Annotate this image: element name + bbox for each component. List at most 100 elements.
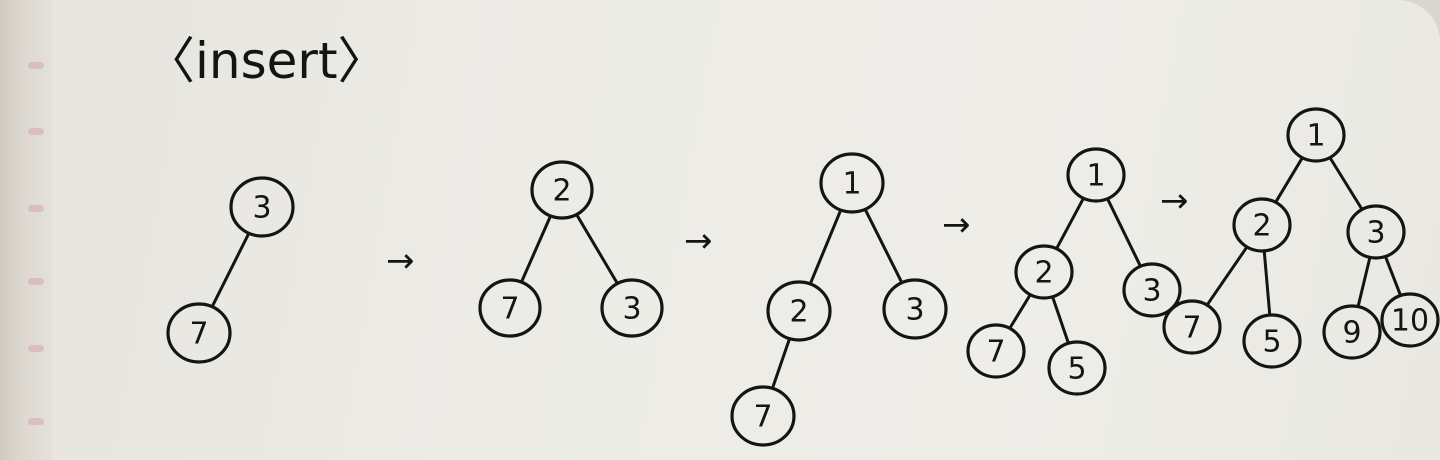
node-circle bbox=[766, 280, 832, 342]
node-value: 2 bbox=[552, 174, 571, 209]
tree-node: 7 bbox=[966, 323, 1026, 379]
node-circle bbox=[1346, 204, 1406, 260]
heap-tree: 1 2 3 7 bbox=[730, 152, 948, 447]
node-value: 3 bbox=[1366, 216, 1385, 251]
tree-edge bbox=[210, 232, 251, 308]
node-value: 2 bbox=[789, 295, 808, 330]
tree-edge bbox=[1328, 156, 1364, 211]
tree-node: 7 bbox=[1162, 299, 1222, 355]
node-circle bbox=[1014, 244, 1074, 300]
binding-stitch bbox=[28, 62, 44, 69]
node-circle bbox=[1286, 107, 1346, 163]
node-circle bbox=[1122, 262, 1182, 318]
node-circle bbox=[1066, 147, 1126, 203]
binding-stitch bbox=[28, 278, 44, 285]
tree-edge bbox=[1008, 293, 1032, 330]
tree-node: 7 bbox=[166, 302, 232, 364]
node-value: 2 bbox=[1034, 256, 1053, 291]
node-value: 7 bbox=[189, 317, 208, 352]
node-circle bbox=[819, 152, 885, 214]
node-circle bbox=[1242, 313, 1302, 369]
tree-edge bbox=[575, 213, 619, 285]
tree-edge bbox=[863, 208, 904, 284]
binding-stitch bbox=[28, 418, 44, 425]
tree-node: 9 bbox=[1322, 304, 1382, 360]
node-circle bbox=[730, 385, 796, 447]
tree-node: 7 bbox=[730, 385, 796, 447]
heap-tree: 1 2 3 7 5 9 10 bbox=[1162, 107, 1440, 369]
tree-node: 7 bbox=[478, 278, 542, 338]
node-circle bbox=[530, 160, 594, 220]
node-circle bbox=[478, 278, 542, 338]
tree-node: 2 bbox=[1232, 197, 1292, 253]
node-circle bbox=[1047, 340, 1107, 396]
tree-edge bbox=[1384, 255, 1402, 297]
heap-tree: 1 2 3 7 5 bbox=[966, 147, 1182, 396]
tree-edge bbox=[1106, 197, 1142, 268]
tree-node: 3 bbox=[1122, 262, 1182, 318]
node-circle bbox=[1380, 292, 1440, 348]
heap-tree: 37 bbox=[166, 176, 295, 364]
binding-stitch bbox=[28, 345, 44, 352]
node-circle bbox=[600, 278, 664, 338]
node-circle bbox=[966, 323, 1026, 379]
tree-node: 10 bbox=[1380, 292, 1440, 348]
tree-node: 3 bbox=[229, 176, 295, 238]
node-value: 7 bbox=[500, 292, 519, 327]
node-value: 10 bbox=[1391, 304, 1429, 339]
tree-node: 3 bbox=[600, 278, 664, 338]
binding-stitch bbox=[28, 128, 44, 135]
node-value: 7 bbox=[1182, 311, 1201, 346]
step-arrow: → bbox=[1160, 181, 1189, 221]
node-circle bbox=[882, 278, 948, 340]
heap-tree: 2 7 3 bbox=[478, 160, 664, 338]
notebook-binding bbox=[0, 0, 52, 460]
node-value: 9 bbox=[1342, 316, 1361, 351]
node-circle bbox=[229, 176, 295, 238]
node-value: 1 bbox=[842, 167, 861, 202]
binding-stitch bbox=[28, 205, 44, 212]
tree-node: 3 bbox=[1346, 204, 1406, 260]
node-value: 7 bbox=[753, 400, 772, 435]
tree-node: 2 bbox=[530, 160, 594, 220]
tree-edge bbox=[1055, 197, 1085, 250]
node-value: 3 bbox=[905, 293, 924, 328]
step-arrow: → bbox=[942, 205, 971, 245]
tree-node: 5 bbox=[1047, 340, 1107, 396]
node-value: 5 bbox=[1067, 352, 1086, 387]
tree-node: 1 bbox=[1286, 107, 1346, 163]
node-value: 1 bbox=[1086, 159, 1105, 194]
node-circle bbox=[1232, 197, 1292, 253]
tree-edge bbox=[1051, 296, 1070, 344]
tree-edge bbox=[520, 215, 552, 283]
node-value: 7 bbox=[986, 335, 1005, 370]
tree-edge bbox=[771, 337, 791, 390]
diagram-title: 〈insert〉 bbox=[145, 32, 388, 90]
node-value: 3 bbox=[1142, 274, 1161, 309]
tree-edge bbox=[1262, 250, 1272, 316]
tree-node: 1 bbox=[819, 152, 885, 214]
tree-node: 2 bbox=[1014, 244, 1074, 300]
node-value: 3 bbox=[252, 191, 271, 226]
node-value: 5 bbox=[1262, 325, 1281, 360]
tree-edge bbox=[1205, 245, 1249, 307]
tree-edge bbox=[1274, 156, 1304, 204]
node-circle bbox=[166, 302, 232, 364]
node-value: 3 bbox=[622, 292, 641, 327]
tree-node: 2 bbox=[766, 280, 832, 342]
step-arrow: → bbox=[684, 221, 713, 261]
node-value: 1 bbox=[1306, 119, 1325, 154]
node-circle bbox=[1162, 299, 1222, 355]
tree-node: 3 bbox=[882, 278, 948, 340]
tree-node: 1 bbox=[1066, 147, 1126, 203]
tree-node: 5 bbox=[1242, 313, 1302, 369]
node-circle bbox=[1322, 304, 1382, 360]
step-arrow: → bbox=[386, 241, 415, 281]
tree-edge bbox=[1356, 256, 1372, 308]
tree-edge bbox=[809, 209, 842, 285]
node-value: 2 bbox=[1252, 209, 1271, 244]
